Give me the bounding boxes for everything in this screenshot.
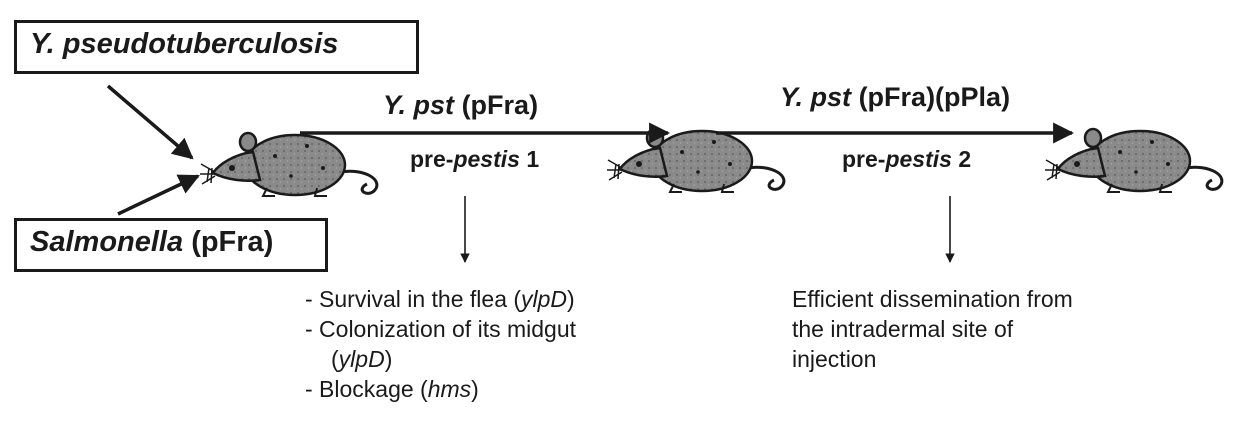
source-box-pseudotuberculosis: Y. pseudotuberculosis [14,20,419,74]
outcome-list-step1: - Survival in the flea (ylpD) - Coloniza… [305,284,576,404]
source-species-label: Y. pseudotuberculosis [30,28,338,60]
stage-prefix: pre- [842,146,885,172]
outcome-item: - Survival in the flea (ylpD) [305,284,576,314]
source-plasmid-label: (pFra) [191,226,273,258]
strain-name: Y. pst [780,82,851,112]
gene-name: ylpD [521,286,567,312]
outcome-text: - Colonization of its midgut [305,316,576,342]
mouse-icon [607,129,784,192]
stage-label-step2: pre-pestis 2 [842,148,971,171]
plasmid-list: (pFra)(pPla) [859,82,1011,112]
source-box-salmonella: Salmonella (pFra) [14,218,328,272]
arrow-pseudotb-to-mouse1 [108,86,192,158]
plasmid-list: (pFra) [462,90,539,120]
outcome-text: ) [385,346,393,372]
strain-label-step2: Y. pst (pFra)(pPla) [780,84,1010,111]
stage-name: pestis [885,146,951,172]
strain-name: Y. pst [383,90,454,120]
outcome-item-continuation: (ylpD) [305,344,576,374]
stage-name: pestis [453,146,519,172]
gene-name: ylpD [339,346,385,372]
mouse-icon [200,133,377,196]
source-species-label: Salmonella [30,226,183,258]
outcome-text: ) [471,376,479,402]
outcome-line: injection [792,344,1073,374]
outcome-text: - Survival in the flea ( [305,286,521,312]
outcome-text: - Blockage ( [305,376,428,402]
outcome-text: ) [567,286,575,312]
outcome-text: ( [331,346,339,372]
outcome-text-step2: Efficient dissemination from the intrade… [792,284,1073,374]
stage-label-step1: pre-pestis 1 [410,148,539,171]
outcome-line: the intradermal site of [792,314,1073,344]
stage-prefix: pre- [410,146,453,172]
stage-number: 2 [958,146,971,172]
arrow-salmonella-to-mouse1 [118,176,198,214]
gene-name: hms [428,376,471,402]
outcome-line: Efficient dissemination from [792,284,1073,314]
stage-number: 1 [526,146,539,172]
outcome-item: - Blockage (hms) [305,374,576,404]
outcome-item: - Colonization of its midgut [305,314,576,344]
mouse-icon [1045,129,1222,192]
strain-label-step1: Y. pst (pFra) [383,92,538,119]
